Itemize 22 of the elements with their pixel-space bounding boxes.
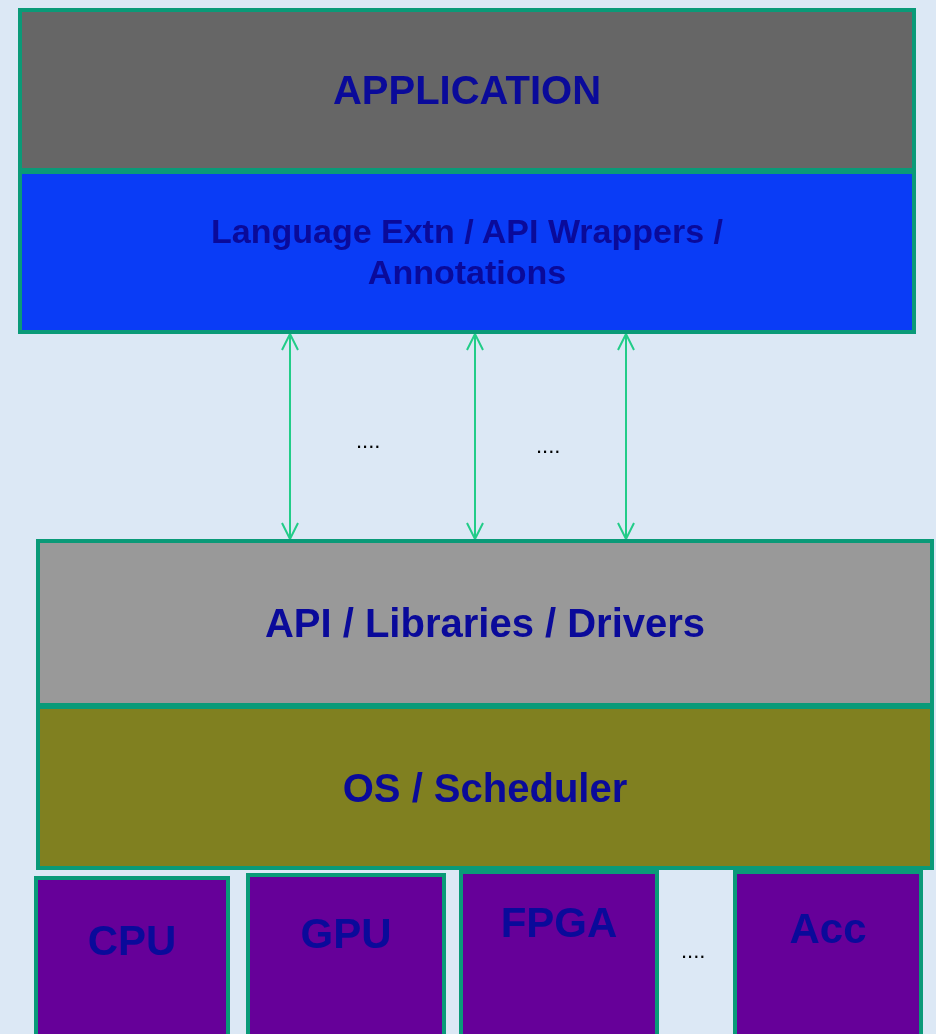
- layer-label: API / Libraries / Drivers: [264, 600, 706, 647]
- layer-box: [18, 170, 916, 334]
- layer-label: Acc: [789, 903, 867, 954]
- ellipsis-text: ....: [681, 938, 706, 964]
- hardware-box: [733, 870, 923, 1034]
- hardware-box: [246, 873, 446, 1034]
- layer-label: GPU: [300, 908, 392, 959]
- ellipsis-text: ....: [356, 428, 381, 454]
- layer-label: CPU: [87, 915, 177, 966]
- layer-label: OS / Scheduler: [342, 764, 628, 812]
- hardware-box: [34, 876, 230, 1034]
- layer-box: [36, 539, 934, 707]
- double-arrow: [281, 333, 299, 540]
- layer-label: Language Extn / API Wrappers / Annotations: [210, 211, 724, 293]
- layer-box: [18, 8, 916, 172]
- layer-label: APPLICATION: [332, 67, 602, 114]
- double-arrow: [466, 333, 484, 540]
- double-arrow: [617, 333, 635, 540]
- layer-label: FPGA: [500, 897, 618, 948]
- ellipsis-text: ....: [536, 433, 561, 459]
- layer-box: [36, 705, 934, 870]
- hardware-box: [459, 870, 659, 1034]
